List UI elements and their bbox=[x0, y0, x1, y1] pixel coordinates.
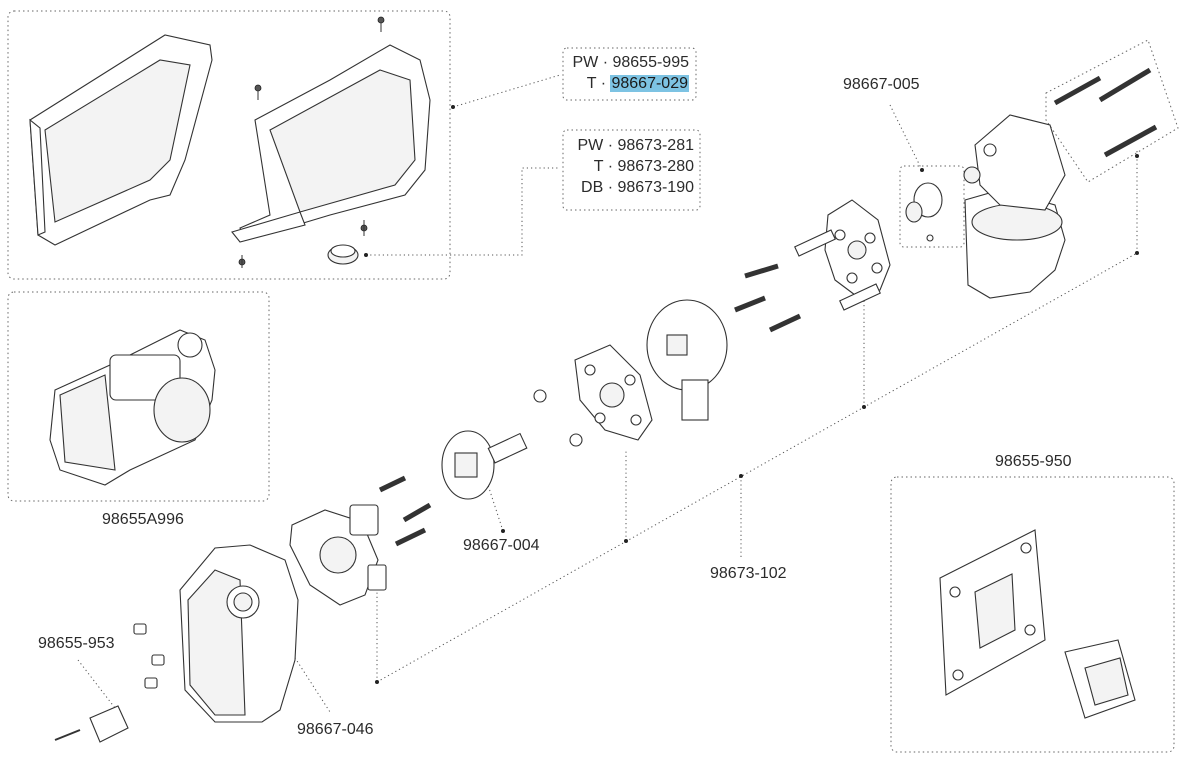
cap-t-part: T · 98673-280 bbox=[593, 158, 694, 175]
mounting-plate-art bbox=[289, 504, 387, 606]
coupler-art bbox=[905, 182, 943, 242]
adapter-plate-art bbox=[574, 344, 653, 441]
hub-leader bbox=[487, 484, 504, 532]
cover-pw-prefix: PW · bbox=[572, 54, 613, 71]
limit-switch-label: 98655-953 bbox=[38, 635, 115, 652]
cover-shell-right bbox=[231, 44, 431, 243]
bolts-frame bbox=[1045, 39, 1179, 183]
cover-pw-part: 98655-995 bbox=[612, 54, 689, 71]
screw-set-lower bbox=[378, 389, 583, 547]
rocker-switch-art bbox=[1064, 639, 1136, 719]
cover-leader bbox=[452, 74, 561, 108]
cap-callout-frame bbox=[562, 129, 701, 211]
screw-set-upper bbox=[734, 263, 802, 333]
housing-label: 98667-046 bbox=[297, 721, 374, 738]
gear-assembly-frame bbox=[7, 291, 270, 502]
motor-bolts bbox=[1053, 67, 1158, 158]
cap-db-part: DB · 98673-190 bbox=[581, 179, 694, 196]
motor-art bbox=[963, 114, 1066, 299]
main-assembly-label: 98673-102 bbox=[710, 565, 787, 582]
cover-screws bbox=[238, 16, 385, 268]
cover-t-prefix: T · bbox=[586, 75, 611, 92]
cover-group-frame bbox=[7, 10, 451, 280]
limit-switch-art bbox=[54, 623, 165, 743]
cap-group-callout: PW · 98673-281 T · 98673-280 DB · 98673-… bbox=[563, 135, 694, 198]
bracket-art bbox=[794, 199, 891, 311]
cap-pw-part: PW · 98673-281 bbox=[577, 137, 694, 154]
cover-cap bbox=[327, 244, 359, 265]
drive-hub-art bbox=[441, 430, 528, 500]
drive-hub-label: 98667-004 bbox=[463, 537, 540, 554]
gear-assembly-art bbox=[49, 329, 216, 486]
cover-group-callout: PW · 98655-995 T · 98667-029 bbox=[563, 52, 689, 94]
gear-assembly-label: 98655A996 bbox=[102, 511, 184, 528]
gearbox-art bbox=[646, 299, 728, 421]
housing-art bbox=[179, 544, 299, 723]
coupler-leader bbox=[889, 104, 923, 171]
limit-switch-leader bbox=[77, 659, 116, 709]
switch-plate-art bbox=[939, 529, 1046, 696]
cover-shell-left bbox=[29, 34, 213, 246]
switch-panel-label: 98655-950 bbox=[995, 453, 1072, 470]
motor-coupler-label: 98667-005 bbox=[843, 76, 920, 93]
cover-callout-frame bbox=[562, 47, 697, 101]
main-axis-leader bbox=[376, 252, 1138, 683]
cover-t-part-selected[interactable]: 98667-029 bbox=[610, 75, 689, 92]
switch-panel-frame bbox=[890, 476, 1175, 753]
coupler-frame bbox=[899, 165, 965, 248]
